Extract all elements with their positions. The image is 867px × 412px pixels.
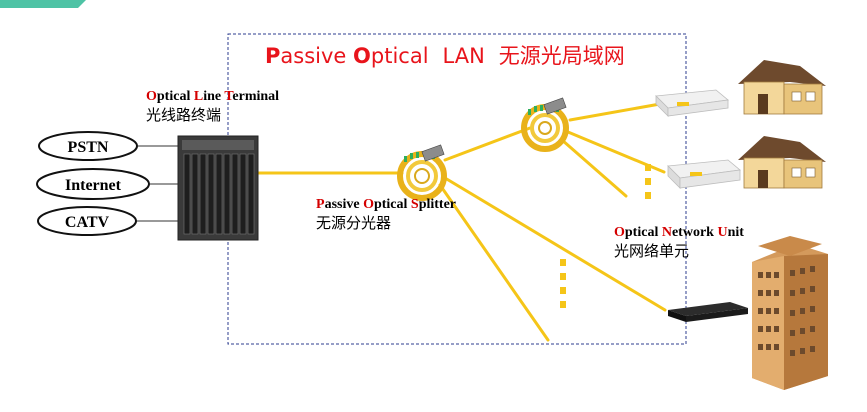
service-internet: Internet: [36, 168, 150, 200]
more-onu-dots: [645, 164, 651, 199]
onu-device-icon-1: [655, 89, 729, 117]
svg-text:PSTN: PSTN: [68, 139, 109, 156]
service-pstn: PSTN: [38, 131, 138, 161]
more-branch-dots: [560, 259, 566, 308]
corner-tag: [0, 0, 86, 8]
svg-text:Internet: Internet: [65, 177, 122, 194]
onu-label-zh: 光网络单元: [614, 242, 689, 260]
onu-label-en: Optical Network Unit: [614, 225, 744, 240]
fiber-lines: [254, 102, 667, 342]
office-building-icon: [752, 236, 828, 390]
house-icon-1: [738, 60, 826, 115]
olt-label-zh: 光线路终端: [146, 106, 221, 124]
splitter-label-zh: 无源分光器: [316, 214, 391, 232]
service-connectors: [136, 145, 178, 222]
splitter-coil-icon-1: [397, 144, 447, 201]
splitter-coil-icon-2: [521, 97, 569, 152]
service-catv: CATV: [37, 206, 137, 236]
splitter-label-en: Passive Optical Splitter: [316, 197, 456, 212]
house-icon-2: [738, 136, 826, 189]
onu-device-icon-2: [667, 159, 741, 189]
svg-text:CATV: CATV: [65, 214, 110, 231]
olt-label-en: Optical Line Terminal: [146, 89, 279, 104]
olt-chassis-icon: [177, 135, 259, 241]
onu-device-icon-3: [668, 302, 748, 322]
